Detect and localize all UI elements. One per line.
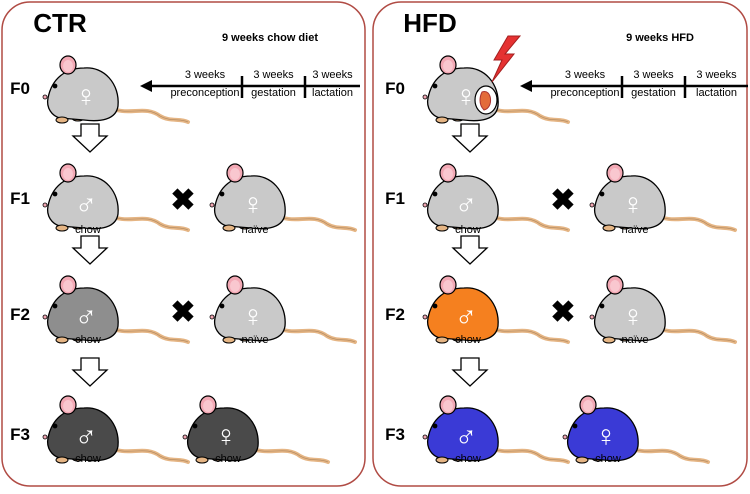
f3-female-diet-label: chow (595, 453, 621, 465)
f1-male-diet-label: chow (455, 224, 481, 236)
f3-female-mouse: ♀ (182, 395, 330, 464)
mouse-eye (432, 423, 438, 429)
male-symbol: ♂ (75, 300, 98, 333)
generation-label-f3: F3 (10, 425, 30, 444)
male-symbol: ♂ (455, 300, 478, 333)
male-symbol: ♂ (75, 188, 98, 221)
timeline-arrowhead (140, 80, 152, 92)
generation-label-f2: F2 (385, 305, 405, 324)
female-symbol: ♀ (455, 80, 478, 113)
f1-female-mouse: ♀ (209, 163, 357, 232)
panel-border (372, 1, 748, 487)
mouse-eye (599, 303, 605, 309)
mouse-eye (219, 191, 225, 197)
timeline-phase-preconception: preconception (550, 87, 619, 99)
female-symbol: ♀ (242, 300, 265, 333)
mouse-eye (52, 423, 58, 429)
cross-symbol-f2: ✖ (170, 296, 195, 329)
arrow-f2-to-f3 (71, 357, 109, 387)
panel-title: HFD (403, 8, 456, 38)
mouse-eye (599, 191, 605, 197)
f3-male-diet-label: chow (455, 453, 481, 465)
f1-male-mouse: ♂ (422, 163, 570, 232)
timeline-phase-gestation: gestation (251, 87, 296, 99)
female-symbol: ♀ (622, 188, 645, 221)
f3-male-mouse: ♂ (422, 395, 570, 464)
female-symbol: ♀ (75, 80, 98, 113)
panel-ctr: CTR 9 weeks chow diet 3 weeks preconception… (1, 1, 366, 487)
embryo-icon (479, 91, 491, 111)
diet-duration-label: 9 weeks HFD (626, 32, 694, 44)
mouse-eye (52, 303, 58, 309)
timeline-duration-0: 3 weeks (185, 69, 226, 81)
female-symbol: ♀ (595, 420, 618, 453)
f3-female-mouse: ♀ (562, 395, 710, 464)
f3-male-mouse: ♂ (42, 395, 190, 464)
arrow-f0-to-f1 (451, 123, 489, 153)
generation-label-f2: F2 (10, 305, 30, 324)
timeline-phase-gestation: gestation (631, 87, 676, 99)
f1-female-diet-label: naïve (622, 224, 649, 236)
generation-label-f3: F3 (385, 425, 405, 444)
female-symbol: ♀ (242, 188, 265, 221)
f1-female-mouse: ♀ (589, 163, 737, 232)
timeline-phase-preconception: preconception (170, 87, 239, 99)
male-symbol: ♂ (455, 188, 478, 221)
panel-title: CTR (33, 8, 87, 38)
generation-label-f0: F0 (385, 79, 405, 98)
mouse-eye (432, 83, 438, 89)
f2-male-mouse: ♂ (422, 275, 570, 344)
f3-female-diet-label: chow (215, 453, 241, 465)
timeline-duration-2: 3 weeks (696, 69, 737, 81)
cross-symbol-f2: ✖ (550, 296, 575, 329)
mouse-eye (192, 423, 198, 429)
arrow-f2-to-f3 (451, 357, 489, 387)
f1-female-diet-label: naïve (242, 224, 269, 236)
mouse-eye (219, 303, 225, 309)
lightning-icon (491, 35, 522, 83)
f2-female-diet-label: naïve (622, 334, 649, 346)
f0-female-mouse: ♀ (42, 55, 190, 124)
mouse-eye (432, 191, 438, 197)
timeline-phase-lactation: lactation (312, 87, 353, 99)
timeline-arrowhead (520, 80, 532, 92)
f3-male-diet-label: chow (75, 453, 101, 465)
cross-symbol-f1: ✖ (170, 184, 195, 217)
f1-male-mouse: ♂ (42, 163, 190, 232)
f2-female-mouse: ♀ (209, 275, 357, 344)
f2-male-diet-label: chow (455, 334, 481, 346)
mouse-eye (52, 83, 58, 89)
mouse-eye (432, 303, 438, 309)
generation-label-f1: F1 (10, 189, 30, 208)
timeline-duration-2: 3 weeks (312, 69, 353, 81)
timeline-duration-1: 3 weeks (633, 69, 674, 81)
timeline-duration-0: 3 weeks (565, 69, 606, 81)
timeline-phase-lactation: lactation (696, 87, 737, 99)
mouse-eye (572, 423, 578, 429)
panel-border (1, 1, 366, 487)
panel-hfd: HFD 9 weeks HFD 3 weeks preconception 3 week… (372, 1, 748, 487)
timeline-duration-1: 3 weeks (253, 69, 294, 81)
arrow-f1-to-f2 (71, 235, 109, 265)
mouse-eye (52, 191, 58, 197)
f2-female-mouse: ♀ (589, 275, 737, 344)
female-symbol: ♀ (215, 420, 238, 453)
arrow-f0-to-f1 (71, 123, 109, 153)
arrow-f1-to-f2 (451, 235, 489, 265)
diet-duration-label: 9 weeks chow diet (222, 32, 318, 44)
f2-male-mouse: ♂ (42, 275, 190, 344)
f2-female-diet-label: naïve (242, 334, 269, 346)
generation-label-f0: F0 (10, 79, 30, 98)
generation-label-f1: F1 (385, 189, 405, 208)
female-symbol: ♀ (622, 300, 645, 333)
male-symbol: ♂ (455, 420, 478, 453)
f1-male-diet-label: chow (75, 224, 101, 236)
cross-symbol-f1: ✖ (550, 184, 575, 217)
male-symbol: ♂ (75, 420, 98, 453)
f2-male-diet-label: chow (75, 334, 101, 346)
